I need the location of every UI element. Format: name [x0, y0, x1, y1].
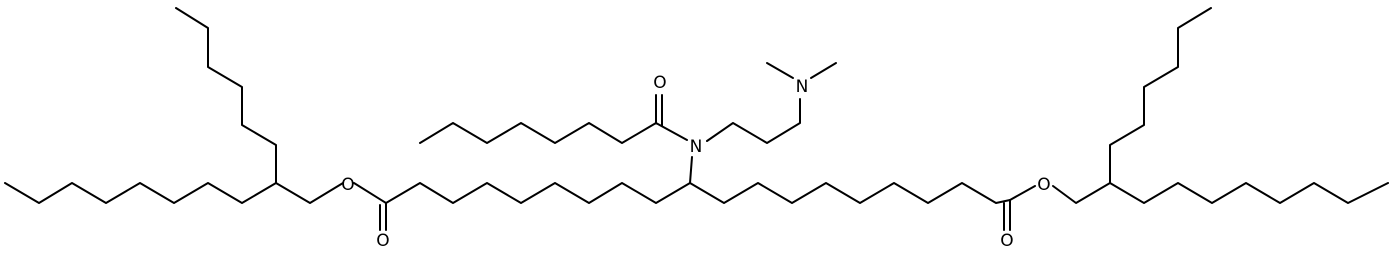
right-backbone-chain — [689, 182, 1011, 204]
right-carbonyl-oxygen-label: O — [1000, 231, 1013, 251]
right-hexyl-branch — [1109, 7, 1212, 184]
amide-oxygen-label: O — [653, 73, 666, 93]
dimethylaminopropyl-chain — [706, 98, 801, 144]
right-ester-bond — [1009, 185, 1036, 201]
left-backbone-chain — [385, 182, 691, 204]
amine-nitrogen-label: N — [796, 77, 809, 97]
octanoyl-chain — [419, 122, 688, 144]
left-ester-bond — [353, 182, 387, 204]
left-octyl-chain — [4, 182, 277, 204]
n-methyl-left — [766, 62, 794, 79]
n-methyl-right — [810, 62, 837, 79]
left-methylene-to-ester — [275, 182, 344, 204]
left-ester-oxygen-label: O — [341, 175, 354, 195]
central-carbon-to-nitrogen — [689, 156, 693, 184]
right-octyl-chain — [1109, 182, 1389, 204]
left-hexyl-branch — [175, 7, 277, 184]
right-ester-oxygen-label: O — [1037, 175, 1050, 195]
amide-nitrogen-label: N — [690, 137, 703, 157]
left-carbonyl-oxygen-label: O — [376, 231, 389, 251]
right-methylene-from-ester — [1052, 182, 1111, 204]
